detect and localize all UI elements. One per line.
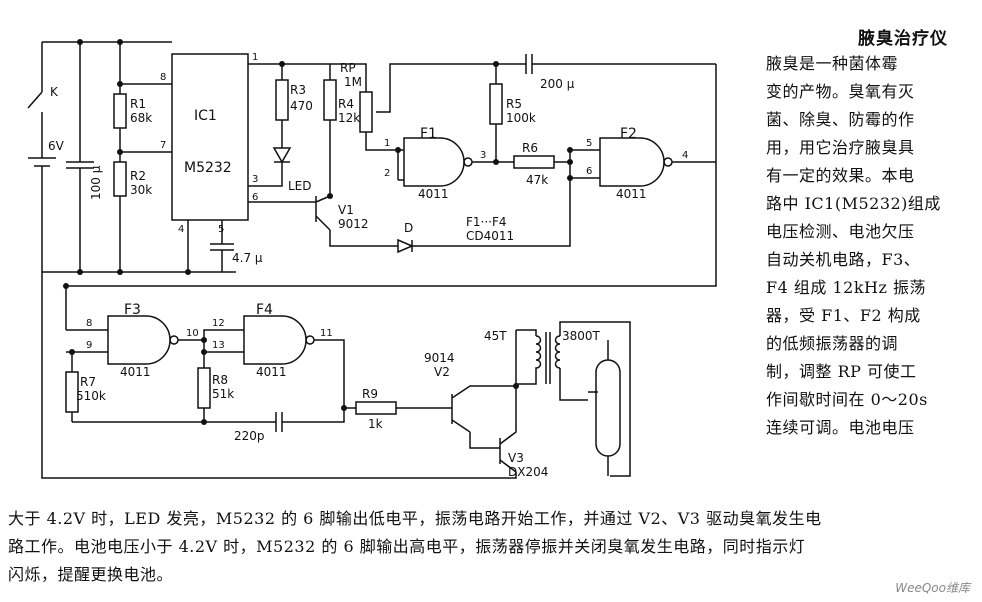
r7-value: 510k <box>76 389 106 403</box>
r3-value: 470 <box>290 99 313 113</box>
r2-label: R2 <box>130 169 146 183</box>
r7-label: R7 <box>80 375 96 389</box>
ic1-pin-8: 8 <box>160 72 166 83</box>
f3-pin-8: 8 <box>86 318 92 329</box>
side-line: 有一定的效果。本电 <box>766 166 915 185</box>
v3-part: DX204 <box>508 465 548 479</box>
f1-pin-2: 2 <box>384 168 390 179</box>
transformer-primary: 45T <box>484 329 507 343</box>
f3-pin-9: 9 <box>86 340 92 351</box>
f3-part: 4011 <box>120 365 151 379</box>
f2-part: 4011 <box>616 187 647 201</box>
side-line: 器，受 F1、F2 构成 <box>766 306 921 325</box>
r6-value: 47k <box>526 173 548 187</box>
bottom-paragraph: 大于 4.2V 时，LED 发亮，M5232 的 6 脚输出低电平，振荡电路开始… <box>8 505 978 589</box>
side-line: 路中 IC1(M5232)组成 <box>766 194 941 213</box>
r2-value: 30k <box>130 183 152 197</box>
side-line: 作间歇时间在 0～20s <box>766 390 928 409</box>
watermark-logo: WeeQoo维库 <box>895 581 970 595</box>
f3-pin-10: 10 <box>186 328 199 339</box>
f1-label: F1 <box>420 126 437 142</box>
f2-pin-6: 6 <box>586 166 592 177</box>
side-line: 腋臭是一种菌体霉 <box>766 54 899 73</box>
f2-label: F2 <box>620 126 637 142</box>
f3-label: F3 <box>124 302 141 318</box>
bottom-line: 大于 4.2V 时，LED 发亮，M5232 的 6 脚输出低电平，振荡电路开始… <box>8 509 822 528</box>
diode-label: D <box>404 221 413 235</box>
r1-value: 68k <box>130 111 152 125</box>
r4-label: R4 <box>338 97 354 111</box>
side-line: 菌、除臭、防霉的作 <box>766 110 915 129</box>
ic1-pin-7: 7 <box>160 140 166 151</box>
r6-label: R6 <box>522 141 538 155</box>
r1-label: R1 <box>130 97 146 111</box>
ic1-pin-5: 5 <box>218 224 224 235</box>
ic1-pin-1: 1 <box>252 52 258 63</box>
article-title: 腋臭治疗仪 <box>858 29 948 49</box>
side-line: 制，调整 RP 可使工 <box>766 362 917 381</box>
r4-value: 12k <box>338 111 360 125</box>
ic1-pin-4: 4 <box>178 224 184 235</box>
c220-label: 220p <box>234 429 265 443</box>
rp-value: 1M <box>344 75 362 89</box>
f4-part: 4011 <box>256 365 287 379</box>
switch-label: K <box>50 85 59 99</box>
side-line: F4 组成 12kHz 振荡 <box>766 278 926 297</box>
f1-pin-1: 1 <box>384 138 390 149</box>
f1-pin-3: 3 <box>480 150 486 161</box>
ic1-pin-6: 6 <box>252 192 258 203</box>
r8-value: 51k <box>212 387 234 401</box>
side-line: 用，用它治疗腋臭具 <box>766 138 915 157</box>
r3-label: R3 <box>290 83 306 97</box>
v3-label: V3 <box>508 451 524 465</box>
f4-pin-13: 13 <box>212 340 225 351</box>
f1-part: 4011 <box>418 187 449 201</box>
side-paragraph: 腋臭是一种菌体霉 变的产物。臭氧有灭 菌、除臭、防霉的作 用，用它治疗腋臭具 有… <box>766 50 978 442</box>
r9-value: 1k <box>368 417 383 431</box>
side-line: 电压检测、电池欠压 <box>766 222 915 241</box>
f4-label: F4 <box>256 302 273 318</box>
ic1-label: IC1 <box>194 108 217 124</box>
side-line: 变的产物。臭氧有灭 <box>766 82 915 101</box>
v1-label: V1 <box>338 203 354 217</box>
led-label: LED <box>288 179 312 193</box>
c200-label: 200 μ <box>540 77 575 91</box>
c100-label: 100 μ <box>89 165 103 200</box>
f4-pin-11: 11 <box>320 328 333 339</box>
v2-label: V2 <box>434 365 450 379</box>
f1f4-label: F1···F4 <box>466 215 507 229</box>
r9-label: R9 <box>362 387 378 401</box>
v2-part: 9014 <box>424 351 455 365</box>
cd4011-label: CD4011 <box>466 229 514 243</box>
battery-label: 6V <box>48 139 65 153</box>
bottom-line: 路工作。电池电压小于 4.2V 时，M5232 的 6 脚输出高电平，振荡器停振… <box>8 537 806 556</box>
ic1-part: M5232 <box>184 160 232 176</box>
r5-value: 100k <box>506 111 536 125</box>
r5-label: R5 <box>506 97 522 111</box>
side-line: 连续可调。电池电压 <box>766 418 915 437</box>
r8-label: R8 <box>212 373 228 387</box>
f4-pin-12: 12 <box>212 318 225 329</box>
c47-label: 4.7 μ <box>232 251 263 265</box>
rp-label: RP <box>340 61 356 75</box>
side-line: 的低频振荡器的调 <box>766 334 899 353</box>
bottom-line: 闪烁，提醒更换电池。 <box>8 565 174 584</box>
v1-part: 9012 <box>338 217 369 231</box>
f2-pin-4: 4 <box>682 150 688 161</box>
side-line: 自动关机电路，F3、 <box>766 250 921 269</box>
f2-pin-5: 5 <box>586 138 592 149</box>
transformer-secondary: 3800T <box>562 329 601 343</box>
ic1-pin-3: 3 <box>252 174 258 185</box>
